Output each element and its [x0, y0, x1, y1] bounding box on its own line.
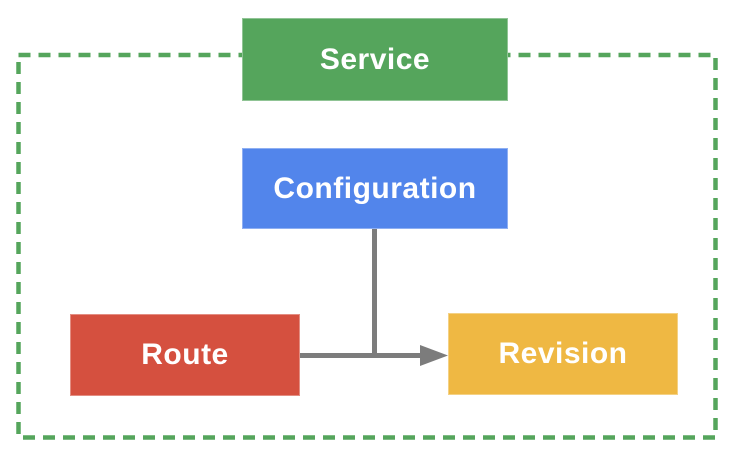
- node-route: Route: [70, 314, 300, 396]
- node-configuration-label: Configuration: [273, 171, 477, 205]
- node-revision-label: Revision: [498, 337, 628, 370]
- arrowhead-icon: [420, 345, 448, 366]
- node-revision: Revision: [448, 313, 678, 395]
- node-configuration: Configuration: [242, 148, 508, 229]
- node-service: Service: [242, 18, 508, 101]
- node-service-label: Service: [319, 42, 431, 76]
- node-route-label: Route: [141, 338, 229, 371]
